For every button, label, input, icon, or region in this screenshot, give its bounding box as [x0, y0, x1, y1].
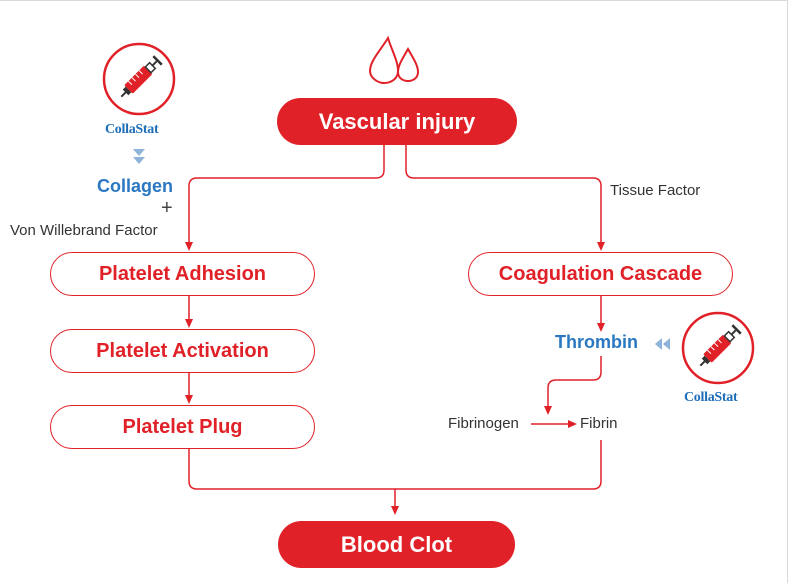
double-chevron-down-icon	[132, 148, 146, 166]
connector-thrombin-to-fibrinogen	[544, 356, 602, 415]
node-platelet-plug-label: Platelet Plug	[122, 415, 243, 438]
node-vascular-injury: Vascular injury	[277, 98, 517, 145]
node-vascular-injury-label: Vascular injury	[318, 108, 476, 134]
label-fibrin: Fibrin	[580, 415, 618, 432]
connector-injury-to-coagulation	[405, 145, 605, 251]
collastat-logo-right: CollaStat	[684, 390, 738, 405]
node-blood-clot-label: Blood Clot	[340, 531, 453, 557]
syringe-icon	[102, 42, 176, 116]
node-coagulation-cascade-label: Coagulation Cascade	[498, 262, 703, 285]
node-platelet-plug: Platelet Plug	[50, 405, 315, 449]
node-platelet-activation: Platelet Activation	[50, 329, 315, 373]
node-coagulation-cascade: Coagulation Cascade	[468, 252, 733, 296]
label-fibrinogen: Fibrinogen	[448, 415, 519, 432]
label-thrombin: Thrombin	[555, 332, 638, 352]
label-tissue-factor: Tissue Factor	[610, 182, 701, 199]
node-platelet-adhesion: Platelet Adhesion	[50, 252, 315, 296]
connector-injury-to-adhesion	[185, 145, 385, 251]
syringe-icon	[681, 311, 755, 385]
node-platelet-activation-label: Platelet Activation	[96, 339, 269, 362]
collastat-logo-left: CollaStat	[105, 122, 159, 137]
blood-drops-icon	[362, 35, 430, 85]
label-plus: +	[161, 197, 173, 219]
node-blood-clot: Blood Clot	[278, 521, 515, 568]
label-collagen: Collagen	[97, 176, 174, 196]
double-chevron-left-icon	[654, 337, 672, 351]
label-von-willebrand: Von Willebrand Factor	[10, 222, 158, 239]
node-platelet-adhesion-label: Platelet Adhesion	[98, 262, 267, 285]
